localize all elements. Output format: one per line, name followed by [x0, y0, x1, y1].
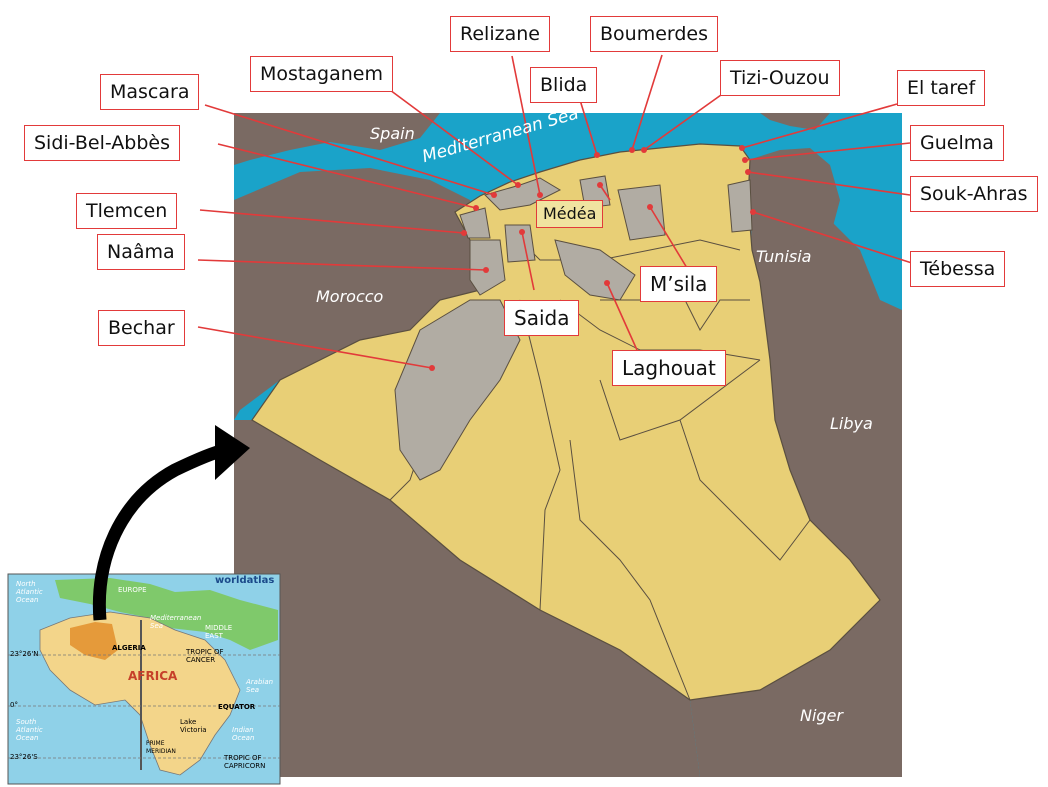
inset-north-atlantic: North Atlantic Ocean [16, 580, 43, 604]
province-label-medea: Médéa [536, 200, 604, 228]
inset-lat-north: 23°26'N [10, 650, 39, 658]
leader-lines [197, 54, 916, 369]
niger-landmass [690, 600, 902, 777]
pointer-arrow [92, 425, 250, 621]
province-label-el-taref: El taref [897, 70, 986, 106]
province-label-relizane: Relizane [450, 16, 550, 52]
inset-brand: worldatlas [215, 575, 275, 586]
province-label-saida: Saida [504, 300, 580, 336]
niger-label: Niger [800, 706, 843, 725]
laghouat-area [554, 239, 636, 301]
province-label-tizi-ouzou: Tizi-Ouzou [720, 60, 840, 96]
sardinia-landmass [760, 113, 830, 130]
province-label-blida: Blida [530, 67, 598, 103]
leader-arrowheads [429, 145, 756, 371]
inset-arabian-sea: Arabian Sea [246, 678, 274, 694]
tebessa-area [727, 179, 753, 233]
libya-landmass [760, 220, 902, 777]
inset-africa: AFRICA [128, 669, 178, 683]
province-label-guelma: Guelma [910, 125, 1004, 161]
inset-europe: EUROPE [118, 586, 147, 594]
inset-middle-east: MIDDLE EAST [205, 624, 233, 640]
province-label-tebessa: Tébessa [910, 251, 1006, 287]
inset-med-sea: Mediterranean Sea [150, 614, 202, 630]
saida-area [504, 224, 536, 263]
inset-tropic-capricorn: TROPIC OF CAPRICORN [224, 754, 266, 770]
spain-label: Spain [370, 124, 415, 143]
inset-lake-victoria: Lake Victoria [180, 718, 207, 734]
msila-area [617, 184, 666, 241]
province-label-mascara: Mascara [100, 74, 200, 110]
province-label-souk-ahras: Souk-Ahras [910, 176, 1038, 212]
province-label-sidi-bel-abbes: Sidi-Bel-Abbès [24, 125, 181, 161]
province-label-mostaganem: Mostaganem [250, 56, 393, 92]
inset-equator: EQUATOR [218, 703, 256, 711]
province-label-laghouat: Laghouat [612, 350, 726, 386]
inset-tropic-cancer: TROPIC OF CANCER [186, 648, 224, 664]
inset-lat-south: 23°26'S [10, 753, 38, 761]
bechar-area [394, 299, 521, 481]
western-sahara-landmass [234, 420, 700, 777]
province-label-bechar: Bechar [98, 310, 185, 346]
inset-map [7, 573, 281, 785]
algeria-landmass [251, 143, 881, 701]
province-label-msila: M’sila [640, 266, 718, 302]
morocco-landmass [234, 168, 480, 420]
inset-indian-ocean: Indian Ocean [232, 726, 255, 742]
morocco-label: Morocco [316, 287, 384, 306]
inset-prime-meridian: PRIME MERIDIAN [146, 740, 176, 755]
spain-landmass [234, 113, 440, 165]
tunisia-label: Tunisia [756, 247, 812, 266]
inset-algeria: ALGERIA [112, 644, 146, 652]
libya-label: Libya [830, 414, 873, 433]
province-label-tlemcen: Tlemcen [76, 193, 178, 229]
province-label-boumerdes: Boumerdes [590, 16, 719, 52]
inset-south-atlantic: South Atlantic Ocean [16, 718, 43, 742]
inset-lat-zero: 0° [10, 701, 18, 709]
province-label-naama: Naâma [97, 234, 185, 270]
